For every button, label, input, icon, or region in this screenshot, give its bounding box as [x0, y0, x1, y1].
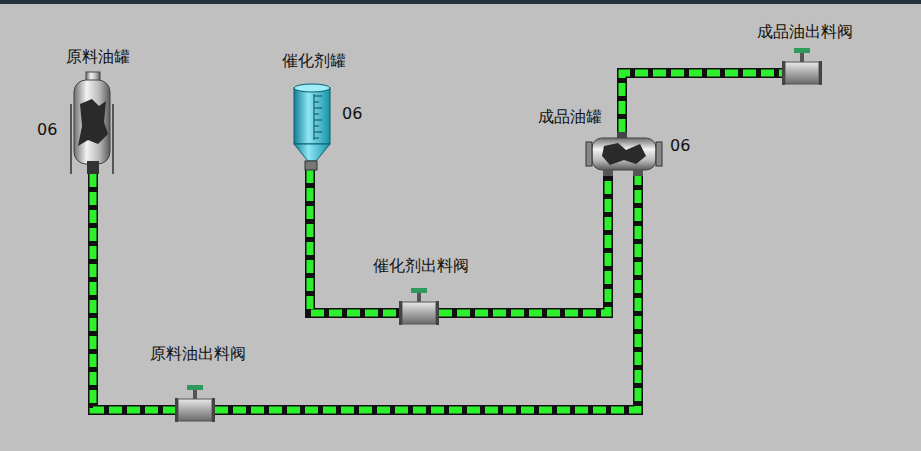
pipe-flow: [622, 73, 782, 132]
level-value: 06: [670, 137, 690, 155]
valve-node: 成品油出料阀: [782, 48, 822, 84]
pipe-flow: [310, 170, 399, 313]
raw-oil-valve: [175, 385, 215, 422]
pipe: [622, 73, 782, 132]
valve-label: 原料油出料阀: [150, 345, 246, 363]
level-value: 06: [342, 105, 362, 123]
tank-label: 成品油罐: [538, 108, 602, 126]
catalyst-tank: [294, 84, 330, 170]
valve-label: 成品油出料阀: [757, 23, 853, 41]
pipe-flow: [439, 176, 608, 313]
tank-node: 成品油罐06: [585, 132, 663, 176]
tank-label: 原料油罐: [66, 48, 130, 66]
equipment-layer: [0, 4, 921, 451]
pipe-wall: [439, 176, 608, 313]
raw-oil-tank: [71, 72, 113, 174]
pipe-wall: [622, 73, 782, 132]
pipe-wall: [93, 174, 175, 410]
pipe-wall: [215, 176, 638, 410]
catalyst-valve: [399, 288, 439, 325]
pipe-flow: [215, 176, 638, 410]
pipe-flow: [93, 174, 175, 410]
tank-node: 原料油罐06: [70, 72, 114, 174]
product-oil-tank: [586, 132, 662, 176]
valve-node: 原料油出料阀: [175, 385, 215, 421]
pipe: [439, 176, 608, 313]
level-value: 06: [37, 121, 57, 139]
product-valve: [782, 48, 822, 85]
valve-node: 催化剂出料阀: [399, 288, 439, 324]
pipe-wall: [310, 170, 399, 313]
valve-label: 催化剂出料阀: [373, 257, 469, 275]
pipe: [215, 176, 638, 410]
pipe: [310, 170, 399, 313]
tank-label: 催化剂罐: [282, 52, 346, 70]
tank-node: 催化剂罐06: [292, 84, 332, 170]
pipe: [93, 174, 175, 410]
